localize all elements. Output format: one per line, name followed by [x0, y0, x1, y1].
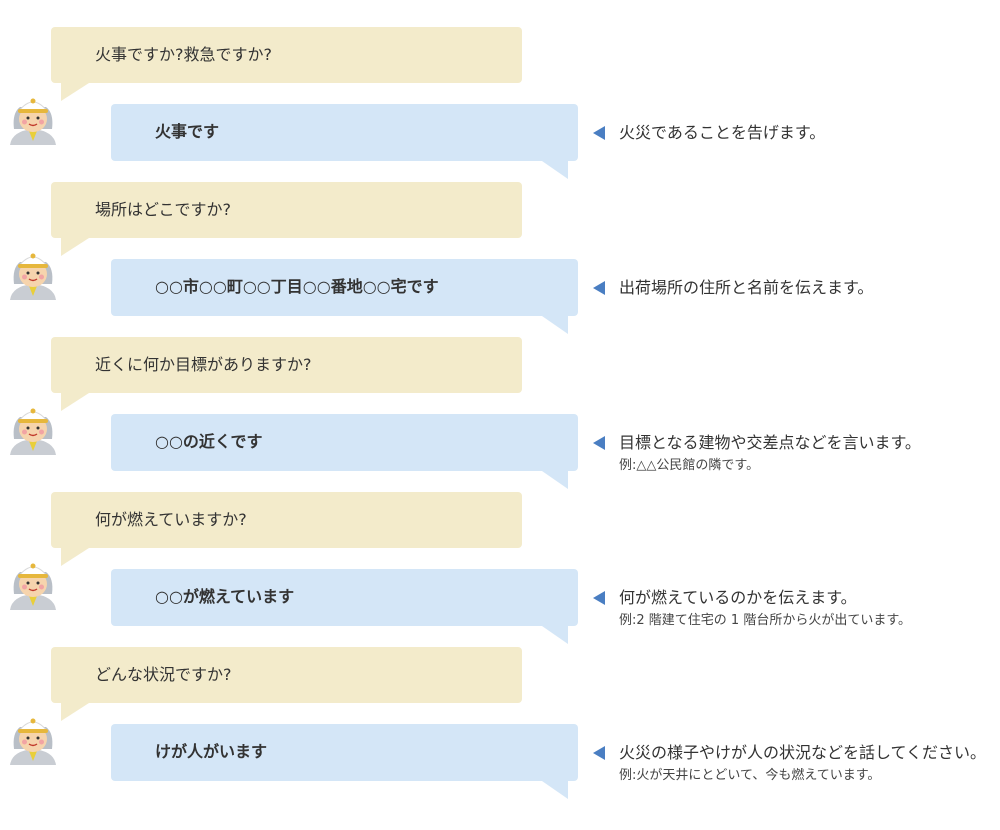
explanation-text: 出荷場所の住所と名前を伝えます。	[619, 278, 874, 297]
caller-answer: ○○市○○町○○丁目○○番地○○宅です	[155, 277, 439, 296]
explanation-example: 例:火が天井にとどいて、今も燃えています。	[619, 768, 881, 783]
caller-answer-bubble: ○○市○○町○○丁目○○番地○○宅です	[111, 259, 578, 334]
explanation-text: 火災の様子やけが人の状況などを話してください。	[619, 743, 987, 762]
operator-question: 場所はどこですか?	[95, 200, 232, 219]
operator-question: 火事ですか?救急ですか?	[95, 45, 272, 64]
explanation-text: 火災であることを告げます。	[619, 123, 826, 142]
explanation-example: 例:2 階建て住宅の 1 階台所から火が出ています。	[619, 613, 912, 628]
caller-answer: 火事です	[155, 122, 220, 141]
triangle-left-icon	[593, 436, 605, 450]
caller-answer-bubble: ○○の近くです	[111, 414, 578, 489]
operator-question: どんな状況ですか?	[95, 665, 232, 684]
explanation-example: 例:△△公民館の隣です。	[619, 458, 760, 473]
dialogue-step: どんな状況ですか? けが人がいます 火災の様子やけが人の状況などを話してください…	[0, 647, 1000, 802]
firefighter-avatar-icon	[6, 554, 60, 610]
firefighter-avatar-icon	[6, 709, 60, 765]
caller-answer-bubble: ○○が燃えています	[111, 569, 578, 644]
operator-question-bubble: 場所はどこですか?	[51, 182, 522, 256]
firefighter-avatar-icon	[6, 399, 60, 455]
operator-question-bubble: どんな状況ですか?	[51, 647, 522, 721]
dialogue-step: 近くに何か目標がありますか? ○○の近くです 目標となる建物や交差点などを言いま…	[0, 337, 1000, 492]
firefighter-avatar-icon	[6, 89, 60, 145]
operator-question: 何が燃えていますか?	[95, 510, 247, 529]
triangle-left-icon	[593, 126, 605, 140]
firefighter-avatar-icon	[6, 244, 60, 300]
operator-question: 近くに何か目標がありますか?	[95, 355, 312, 374]
triangle-left-icon	[593, 281, 605, 295]
caller-answer: ○○の近くです	[155, 432, 263, 451]
caller-answer: けが人がいます	[155, 742, 268, 761]
operator-question-bubble: 近くに何か目標がありますか?	[51, 337, 522, 411]
dialogue-step: 火事ですか?救急ですか? 火事です 火災であることを告げます。	[0, 27, 1000, 182]
operator-question-bubble: 何が燃えていますか?	[51, 492, 522, 566]
triangle-left-icon	[593, 746, 605, 760]
dialogue-step: 場所はどこですか? ○○市○○町○○丁目○○番地○○宅です 出荷場所の住所と名前…	[0, 182, 1000, 337]
explanation-text: 何が燃えているのかを伝えます。	[619, 588, 857, 607]
operator-question-bubble: 火事ですか?救急ですか?	[51, 27, 522, 101]
caller-answer-bubble: けが人がいます	[111, 724, 578, 799]
caller-answer-bubble: 火事です	[111, 104, 578, 179]
dialogue-step: 何が燃えていますか? ○○が燃えています 何が燃えているのかを伝えます。 例:2…	[0, 492, 1000, 647]
caller-answer: ○○が燃えています	[155, 587, 295, 606]
triangle-left-icon	[593, 591, 605, 605]
explanation-text: 目標となる建物や交差点などを言います。	[619, 433, 921, 452]
